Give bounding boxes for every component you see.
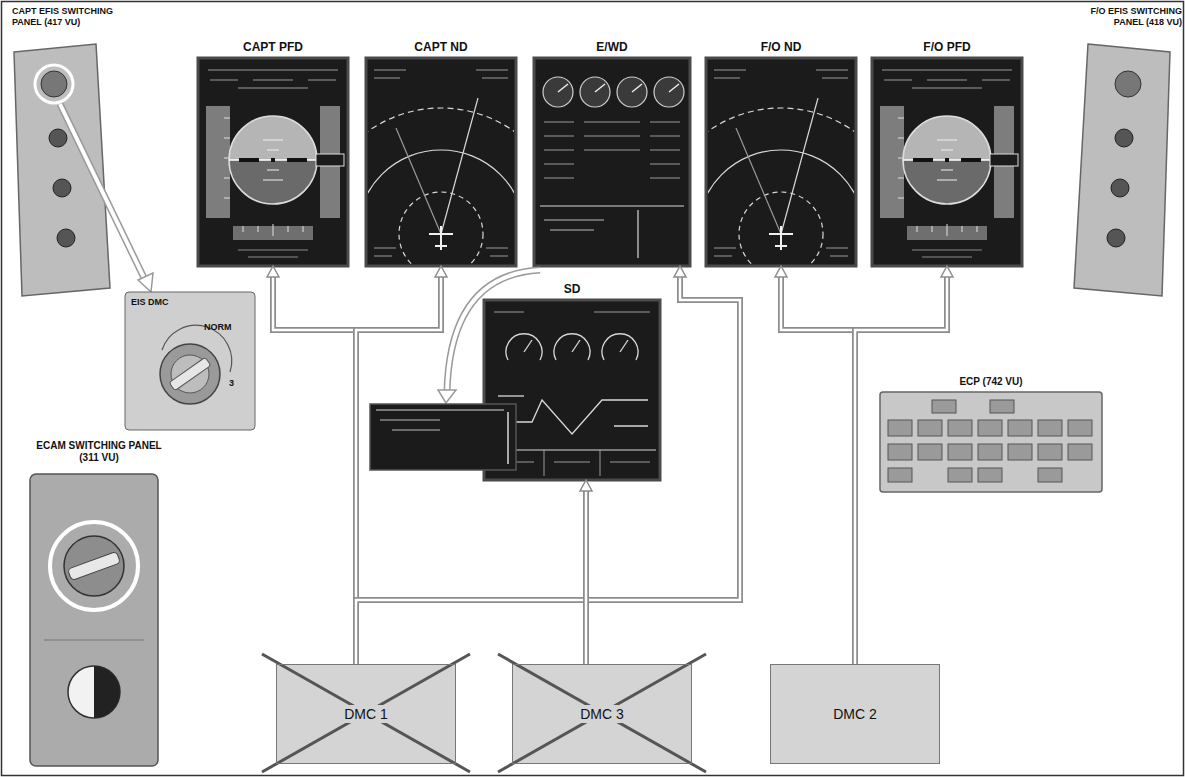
switch-position-label: 3	[229, 378, 234, 389]
panel-heading: F/O ND	[706, 39, 856, 55]
display-unit: F/O ND	[706, 58, 856, 266]
panel-heading: CAPT PFD	[198, 39, 348, 55]
efis-switching-panel: F/O EFIS SWITCHING PANEL (418 VU)	[1068, 4, 1185, 296]
data-bus-connector	[356, 266, 740, 664]
unit-name: DMC 1	[338, 705, 394, 723]
switching-panel: ECAM SWITCHING PANEL (311 VU)	[22, 438, 176, 770]
switch-position-label: NORM	[204, 322, 232, 333]
panel-heading: CAPT ND	[366, 39, 516, 55]
data-bus-connector	[855, 266, 953, 664]
data-bus-connector	[775, 266, 855, 664]
display-unit: CAPT ND	[366, 58, 516, 266]
data-bus-connector	[267, 266, 356, 664]
data-bus-connector	[356, 266, 447, 664]
panel-heading: SD	[484, 281, 660, 297]
computer-box: DMC 3	[512, 664, 692, 764]
control-panel: ECP (742 VU)	[880, 392, 1102, 492]
display-unit: F/O PFD	[872, 58, 1022, 266]
panel-heading: F/O EFIS SWITCHING PANEL (418 VU)	[1068, 4, 1185, 30]
computer-box: DMC 2	[770, 664, 940, 764]
panel-heading: E/WD	[534, 39, 690, 55]
panel-heading: F/O PFD	[872, 39, 1022, 55]
computer-box: DMC 1	[276, 664, 456, 764]
switch-position-label: EIS DMC	[131, 297, 169, 308]
unit-name: DMC 3	[574, 705, 630, 723]
panel-heading: CAPT EFIS SWITCHING PANEL (417 VU)	[8, 4, 126, 30]
unit-name: DMC 2	[827, 705, 883, 723]
panel-heading: ECP (742 VU)	[880, 375, 1102, 389]
data-bus-connector	[580, 480, 592, 664]
panel-heading: ECAM SWITCHING PANEL (311 VU)	[22, 438, 176, 466]
display-unit: CAPT PFD	[198, 58, 348, 266]
display-unit: E/WD	[534, 58, 690, 266]
efis-switching-panel: CAPT EFIS SWITCHING PANEL (417 VU)	[8, 4, 126, 296]
display-unit: SD	[484, 300, 660, 480]
